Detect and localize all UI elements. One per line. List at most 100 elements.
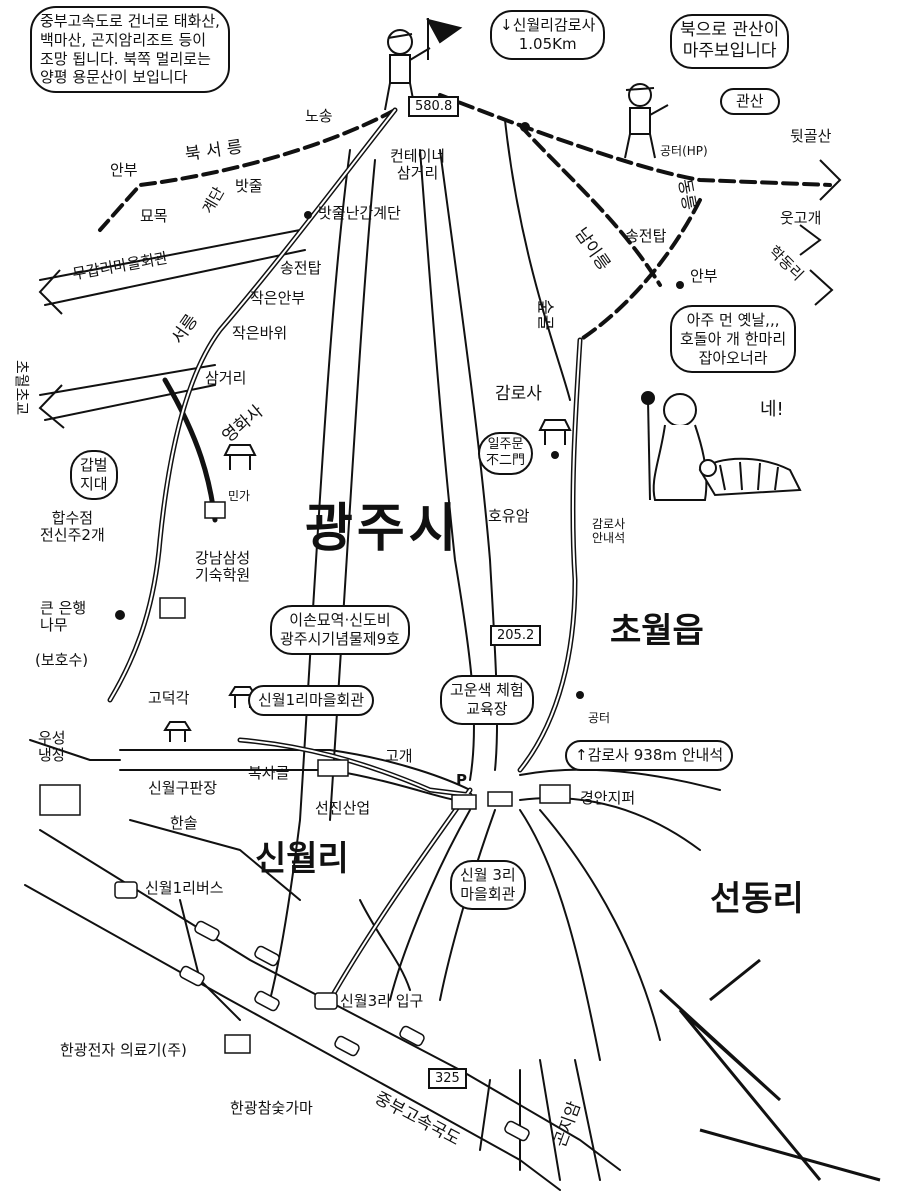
- arrow-hakdongri: [809, 269, 834, 306]
- trail-bukseoreung: [98, 108, 397, 232]
- ilju-dot: [551, 451, 559, 459]
- label-hapsujeom: 합수점 전신주2개: [40, 509, 105, 545]
- label-bohosu: (보호수): [35, 651, 89, 669]
- gwansan-box: 관산: [720, 88, 780, 115]
- label-nosong: 노송: [305, 107, 333, 125]
- label-anbu-e: 안부: [690, 267, 718, 285]
- callout-line: 중부고속도로 건너로 태화산,: [40, 12, 220, 30]
- label-line: 강남삼성: [195, 549, 251, 567]
- label-minga: 민가: [228, 489, 251, 503]
- callout-line: 신월 3리: [460, 866, 516, 884]
- callout-line: 이손묘역·신도비: [289, 611, 391, 629]
- label-gongteo: 공터: [588, 711, 611, 725]
- callout-summit-view: 중부고속도로 건너로 태화산, 백마산, 곤지암리조트 등이 조망 됩니다. 북…: [30, 6, 230, 93]
- callout-gamnosa-938: ↑감로사 938m 안내석: [565, 740, 734, 771]
- building-icon-minga: [204, 501, 226, 519]
- summit-elevation: 580.8: [408, 96, 460, 117]
- temple-icon-2: [163, 721, 192, 742]
- road-lower-1: [119, 749, 471, 791]
- trail-dongreung: [438, 93, 832, 187]
- expressway-line-bottom: [24, 884, 561, 1191]
- bus-icon-sinwol3: [314, 992, 338, 1010]
- car-icon-4: [254, 990, 280, 1012]
- label-useong: 우성 냉장: [38, 729, 66, 765]
- anbu-dot: [676, 281, 684, 289]
- label-gamnosa: 감로사: [495, 384, 542, 404]
- label-line: 삼거리: [396, 164, 439, 183]
- building-icon-boksagol: [317, 759, 349, 777]
- callout-sinwol3-hall: 신월 3리 마을회관: [450, 860, 526, 910]
- label-gyeongan: 경안지퍼: [580, 789, 636, 807]
- arrow-utgogae: [799, 224, 822, 256]
- label-chowolgyo: 초월초교: [13, 360, 31, 416]
- gongteo-dot: [576, 691, 584, 699]
- callout-line: 신월1리마을회관: [258, 691, 365, 709]
- callout-line: 북으로 관산이: [680, 20, 780, 40]
- label-big-tree: 큰 은행 나무: [40, 599, 86, 635]
- label-sinwol-gupanjang: 신월구판장: [148, 779, 218, 797]
- car-icon-6: [399, 1025, 425, 1047]
- label-utgogae: 웃고개: [780, 209, 822, 227]
- label-seonjin: 선진산업: [315, 799, 371, 817]
- label-songjeontap-e: 송전탑: [625, 227, 667, 245]
- callout-line: 고운색 체험: [450, 681, 524, 699]
- callout-sinwol1-hall: 신월1리마을회관: [248, 685, 375, 716]
- callout-line: 조망 됩니다. 북쪽 멀리로는: [40, 49, 211, 68]
- car-icon-3: [179, 965, 205, 987]
- road-gonjiam: [539, 1059, 601, 1181]
- hiker-icon-east: [624, 83, 669, 159]
- label-dwitgolsan: 뒷골산: [790, 127, 832, 145]
- north-arrow: [658, 958, 881, 1182]
- legend-reply: 네!: [760, 399, 784, 420]
- label-songjeontap-w: 송전탑: [280, 259, 322, 277]
- label-batjul: 밧줄: [235, 177, 263, 195]
- label-gwangjusi: 광주시: [305, 499, 461, 559]
- east-valley: [504, 119, 571, 401]
- label-jageun-anbu: 작은안부: [250, 289, 306, 307]
- label-jageun-bawi: 작은바위: [232, 324, 288, 342]
- building-icon-hangwang: [224, 1034, 251, 1054]
- label-sinwolri: 신월리: [255, 839, 349, 879]
- road-325-marker: 325: [428, 1068, 467, 1089]
- road-minor-2: [359, 899, 411, 991]
- road-east-branch: [519, 768, 721, 791]
- label-chowoleup: 초월읍: [610, 611, 704, 651]
- label-line: 컨테이너: [390, 147, 446, 165]
- arrow-dwitgolsan: [819, 159, 842, 201]
- callout-line: 백마산, 곤지암리조트 등이: [40, 30, 207, 49]
- car-icon-2: [254, 945, 280, 967]
- label-gogae: 고개: [385, 747, 413, 765]
- callout-line: 광주시기념물제9호: [280, 629, 400, 648]
- road-minor-1: [179, 899, 241, 1021]
- gwansan-label: 관산: [736, 92, 764, 110]
- junction-dot: [520, 122, 530, 132]
- road-sinwol1: [129, 819, 301, 901]
- car-icon-5: [334, 1035, 360, 1057]
- callout-line: ↑감로사 938m 안내석: [575, 746, 724, 764]
- callout-gapbeol: 갑벌 지대: [70, 450, 118, 500]
- callout-line: 일주문: [487, 437, 524, 452]
- label-container: 컨테이너 삼거리: [390, 147, 446, 183]
- callout-ilju-gate: 일주문 不二門: [478, 432, 534, 475]
- label-hansol: 한솔: [170, 814, 198, 832]
- label-sinwol1-bus: 신월1리버스: [145, 879, 224, 897]
- callout-line: 잡아오너라: [698, 348, 768, 367]
- label-dongreung: 동릉: [673, 177, 699, 212]
- label-gangnam: 강남삼성 기숙학원: [195, 549, 251, 585]
- label-line: 전신주2개: [40, 526, 105, 545]
- label-line: 나무: [40, 616, 68, 635]
- building-icon-gyeongan: [539, 784, 571, 804]
- building-icon-parking: [451, 794, 477, 810]
- label-hangwang-med: 한광전자 의료기(주): [60, 1041, 187, 1059]
- label-line: 감로사: [592, 517, 626, 531]
- callout-line: 마주보입니다: [682, 41, 777, 62]
- callout-gamnosa-distance: ↓신월리감로사 1.05Km: [490, 10, 606, 60]
- label-hoyuam: 호유암: [488, 507, 530, 525]
- tiger-icon: [698, 457, 802, 497]
- label-hangwang-charcoal: 한광참숯가마: [230, 1099, 313, 1117]
- callout-line: 1.05Km: [518, 34, 577, 53]
- bus-icon-sinwol1: [114, 881, 138, 899]
- label-line: 합수점: [51, 509, 94, 527]
